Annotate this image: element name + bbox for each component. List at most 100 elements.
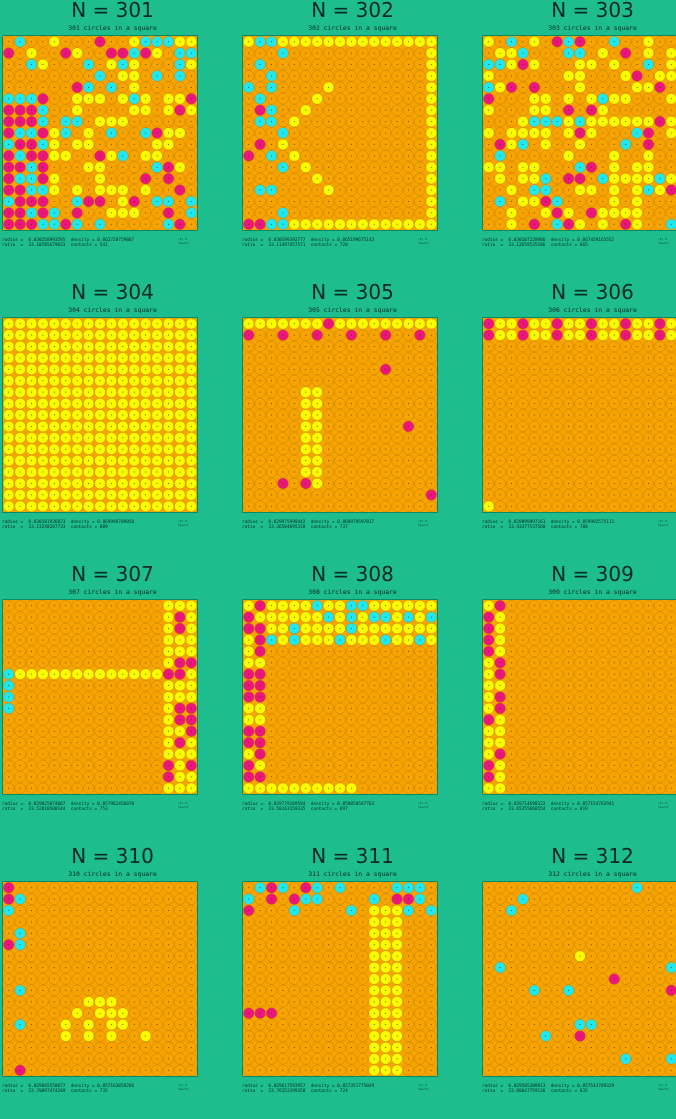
circle-center-dot: [282, 121, 283, 122]
circle-center-dot: [602, 369, 603, 370]
circles-svg: [3, 36, 197, 230]
circle-center-dot: [659, 506, 660, 507]
circle-center-dot: [305, 426, 306, 427]
circle-center-dot: [88, 380, 89, 381]
circle-center-dot: [145, 392, 146, 393]
circle-center-dot: [351, 483, 352, 484]
circle-center-dot: [145, 731, 146, 732]
circle-center-dot: [248, 742, 249, 743]
circle-center-dot: [500, 472, 501, 473]
circle-center-dot: [248, 335, 249, 336]
circle-center-dot: [100, 133, 101, 134]
circle-center-dot: [637, 392, 638, 393]
circle-center-dot: [602, 628, 603, 629]
circle-center-dot: [305, 75, 306, 76]
circle-center-dot: [294, 426, 295, 427]
circle-center-dot: [602, 178, 603, 179]
circle-center-dot: [134, 776, 135, 777]
circle-center-dot: [54, 685, 55, 686]
circle-center-dot: [88, 53, 89, 54]
circle-center-dot: [419, 335, 420, 336]
circle-center-dot: [168, 472, 169, 473]
circle-center-dot: [54, 323, 55, 324]
circle-center-dot: [557, 41, 558, 42]
circle-center-dot: [317, 357, 318, 358]
circle-center-dot: [340, 346, 341, 347]
circle-center-dot: [88, 506, 89, 507]
circle-center-dot: [659, 380, 660, 381]
circle-center-dot: [31, 776, 32, 777]
circle-center-dot: [648, 87, 649, 88]
circle-center-dot: [77, 437, 78, 438]
circle-center-dot: [317, 133, 318, 134]
circle-center-dot: [317, 121, 318, 122]
circle-center-dot: [397, 449, 398, 450]
circle-center-dot: [145, 651, 146, 652]
circle-center-dot: [54, 403, 55, 404]
circle-center-dot: [511, 639, 512, 640]
circle-center-dot: [54, 41, 55, 42]
circle-center-dot: [77, 75, 78, 76]
circle-center-dot: [534, 201, 535, 202]
circle-center-dot: [100, 460, 101, 461]
circle-center-dot: [100, 212, 101, 213]
circle-center-dot: [648, 697, 649, 698]
circle-center-dot: [534, 53, 535, 54]
circle-center-dot: [545, 426, 546, 427]
circle-center-dot: [614, 674, 615, 675]
circle-center-dot: [88, 121, 89, 122]
circle-center-dot: [545, 144, 546, 145]
circle-center-dot: [260, 403, 261, 404]
circle-center-dot: [248, 144, 249, 145]
circle-center-dot: [545, 224, 546, 225]
circle-center-dot: [248, 483, 249, 484]
circle-center-dot: [157, 75, 158, 76]
circle-center-dot: [408, 144, 409, 145]
circle-center-dot: [191, 708, 192, 709]
circle-center-dot: [168, 380, 169, 381]
circle-center-dot: [54, 121, 55, 122]
circle-center-dot: [408, 605, 409, 606]
circle-center-dot: [77, 346, 78, 347]
circle-center-dot: [568, 674, 569, 675]
circle-center-dot: [511, 403, 512, 404]
circle-center-dot: [671, 98, 672, 99]
panel-subtitle: 301 circles in a square: [0, 24, 225, 32]
circle-center-dot: [111, 357, 112, 358]
circle-center-dot: [122, 133, 123, 134]
circle-center-dot: [8, 224, 9, 225]
circle-center-dot: [488, 380, 489, 381]
circle-center-dot: [20, 98, 21, 99]
circle-center-dot: [408, 75, 409, 76]
circle-center-dot: [191, 415, 192, 416]
circle-center-dot: [54, 212, 55, 213]
circle-center-dot: [134, 369, 135, 370]
circle-center-dot: [614, 449, 615, 450]
circle-center-dot: [545, 190, 546, 191]
circle-center-dot: [419, 754, 420, 755]
circle-center-dot: [351, 64, 352, 65]
circle-center-dot: [614, 494, 615, 495]
circle-center-dot: [31, 449, 32, 450]
circle-center-dot: [351, 190, 352, 191]
circle-center-dot: [20, 357, 21, 358]
circle-center-dot: [500, 41, 501, 42]
circle-center-dot: [20, 41, 21, 42]
circle-center-dot: [408, 87, 409, 88]
circle-center-dot: [545, 617, 546, 618]
circle-center-dot: [340, 426, 341, 427]
circle-center-dot: [545, 346, 546, 347]
circle-center-dot: [419, 617, 420, 618]
circle-center-dot: [659, 155, 660, 156]
author-logo: (E) E. Specht: [658, 238, 676, 245]
circle-center-dot: [271, 628, 272, 629]
circle-center-dot: [191, 369, 192, 370]
circle-center-dot: [31, 392, 32, 393]
circle-center-dot: [294, 357, 295, 358]
circle-center-dot: [191, 110, 192, 111]
circle-center-dot: [145, 605, 146, 606]
circle-center-dot: [500, 323, 501, 324]
circle-center-dot: [602, 506, 603, 507]
circle-center-dot: [385, 357, 386, 358]
circle-center-dot: [294, 628, 295, 629]
